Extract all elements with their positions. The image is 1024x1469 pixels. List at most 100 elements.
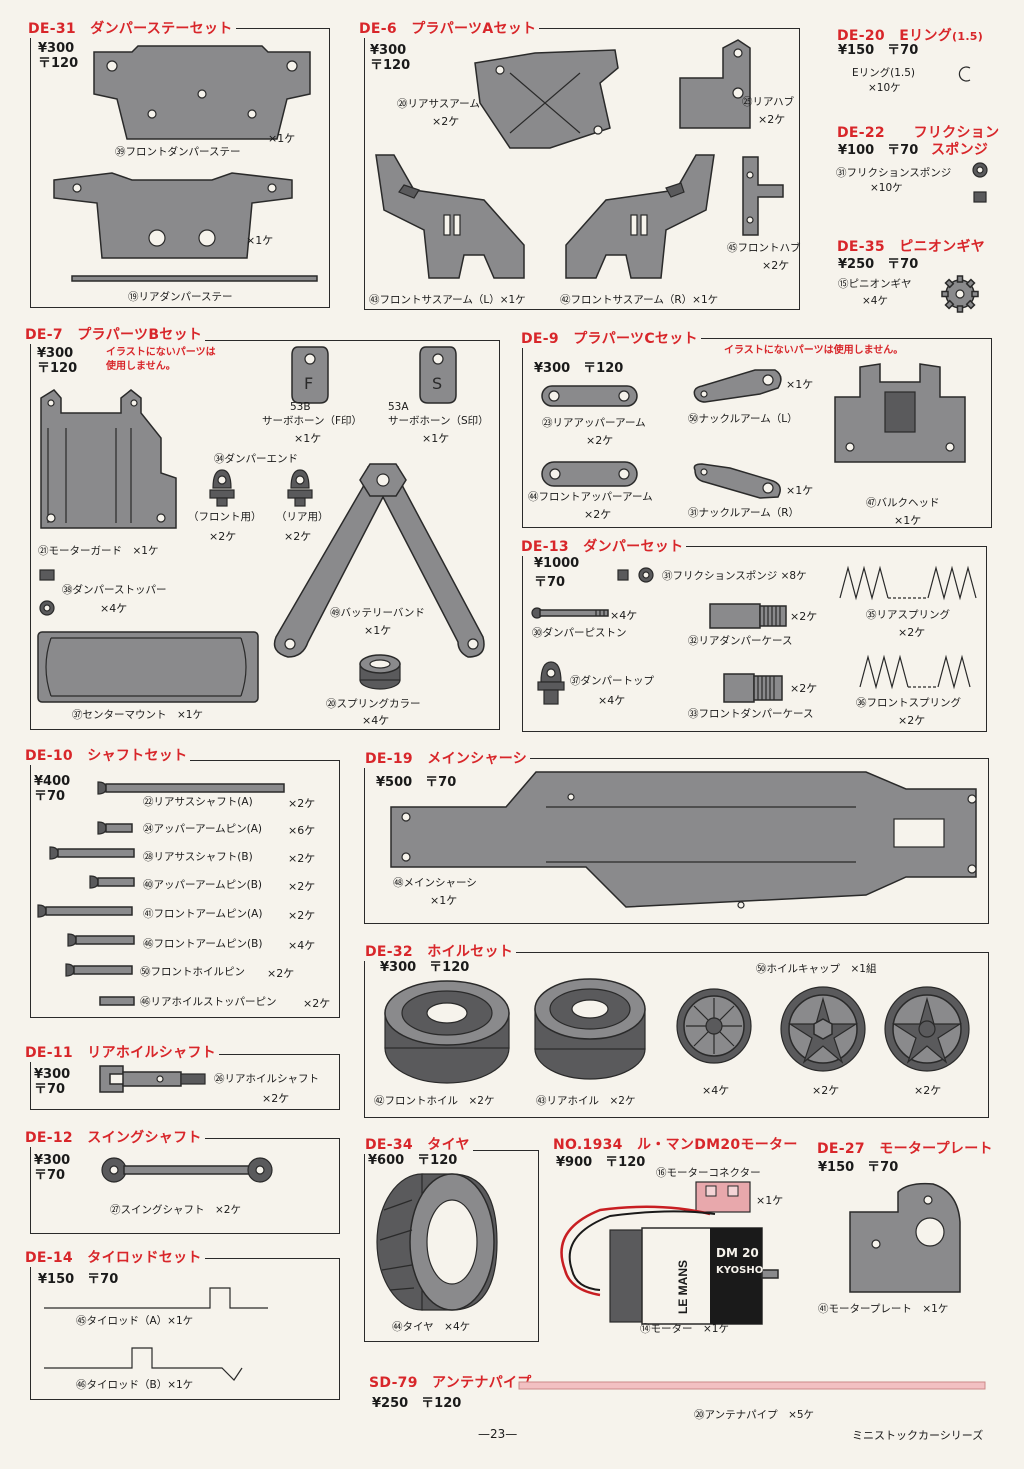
front-sus-arm-l-illustration (375, 154, 525, 279)
label-servo-horn-a-num: 53A (388, 401, 409, 413)
qty-battery-band: ×1ケ (364, 624, 392, 637)
section-de19 (364, 758, 989, 924)
price-de19: ¥500 〒70 (376, 775, 457, 790)
front-upper-arm-illustration (541, 461, 638, 487)
qty-rear-damper-stay: ×1ケ (246, 234, 274, 247)
label-front-sus-arm-l: ㊸フロントサスアーム（L）×1ケ (369, 294, 526, 306)
rear-damper-stay-illustration (53, 172, 318, 282)
title-de34: DE-34 タイヤ (362, 1134, 473, 1154)
price-de10: ¥400 (34, 774, 71, 789)
price-de32: ¥300 〒120 (380, 960, 470, 975)
front-hub-illustration (742, 156, 784, 236)
series-name: ミニストックカーシリーズ (852, 1429, 984, 1442)
title-sd79: SD-79 アンテナパイプ (366, 1372, 535, 1392)
label-rear-wheel-shaft: ㉖リアホイルシャフト (214, 1073, 319, 1085)
motor-brand-2: DM 20 (716, 1246, 759, 1260)
label-shaft-3: ㉘リアサスシャフト(B) (143, 851, 253, 863)
damper-top-illustration (537, 661, 565, 705)
price-de14: ¥150 〒70 (38, 1272, 119, 1287)
qty-front-spring: ×2ケ (898, 714, 926, 727)
label-servo-horn-s: サーボホーン（S印） (388, 415, 489, 427)
shaft-3-illustration (49, 846, 135, 860)
price-de13: ¥1000 (534, 556, 580, 571)
antenna-pipe-illustration (518, 1381, 986, 1390)
qty-shaft-5: ×2ケ (288, 909, 316, 922)
section-de7 (30, 340, 500, 730)
title-de22-line2: スポンジ (928, 139, 992, 159)
label-tie-rod-a: ㊺タイロッド（A）×1ケ (76, 1315, 194, 1327)
servo-horn-f-illustration: F (291, 346, 329, 404)
label-shaft-7: ㊿フロントホイルピン (140, 966, 245, 978)
servo-horn-s-illustration: S (419, 346, 457, 404)
rear-damper-case-illustration (709, 603, 787, 629)
qty-shaft-2: ×6ケ (288, 824, 316, 837)
postage-de11: 〒70 (34, 1082, 66, 1097)
label-front-use: （フロント用） (188, 511, 262, 523)
title-de27: DE-27 モータープレート (814, 1138, 996, 1158)
wheel-cap-2-illustration (780, 986, 866, 1072)
title-de20: DE-20 Eリング(1.5) (834, 25, 987, 45)
price-de12: ¥300 (34, 1153, 71, 1168)
label-rear-hub: ㉕リアハブ (742, 96, 795, 108)
damper-end-rear-illustration (287, 469, 313, 507)
section-de13 (522, 546, 987, 732)
note-de7-line2: 使用しません。 (106, 361, 176, 372)
label-tie-rod-b: ㊻タイロッド（B）×1ケ (76, 1379, 194, 1391)
qty-e-ring: ×10ケ (868, 82, 901, 94)
label-motor-connector: ⑯モーターコネクター (656, 1167, 761, 1179)
front-spring-upper-illustration (839, 565, 977, 601)
shaft-8-illustration (99, 996, 135, 1006)
label-pinion-gear: ⑮ピニオンギヤ (838, 278, 912, 290)
title-de13: DE-13 ダンパーセット (518, 536, 687, 556)
qty-pinion-gear: ×4ケ (862, 295, 888, 307)
label-spring-collar: ⑳スプリングカラー (326, 698, 421, 710)
qty-rear-hub: ×2ケ (758, 113, 786, 126)
price-de31: ¥300 (38, 41, 75, 56)
label-shaft-1: ㉒リアサスシャフト(A) (143, 796, 253, 808)
main-chassis-illustration (390, 771, 977, 909)
qty-main-chassis: ×1ケ (430, 894, 458, 907)
qty-damper-end-front: ×2ケ (209, 530, 237, 543)
motor-brand-3: KYOSHO (716, 1265, 764, 1276)
qty-front-upper-arm: ×2ケ (584, 508, 612, 521)
title-de11: DE-11 リアホイルシャフト (22, 1042, 219, 1062)
label-friction-sponge-8: ㉛フリクションスポンジ ×8ケ (662, 570, 807, 582)
shaft-2-illustration (97, 821, 133, 835)
label-motor-plate: ㊶モータープレート ×1ケ (818, 1303, 949, 1315)
postage-de13: 〒70 (534, 575, 566, 590)
qty-front-damper-case: ×2ケ (790, 682, 818, 695)
qty-damper-top: ×4ケ (598, 694, 626, 707)
label-e-ring: Eリング(1.5) (852, 67, 916, 79)
label-servo-horn-b-num: 53B (290, 401, 311, 413)
section-de6 (364, 28, 800, 310)
label-rear-wheel: ㊸リアホイル ×2ケ (536, 1095, 636, 1107)
knuckle-arm-r-illustration (693, 463, 781, 499)
title-de14: DE-14 タイロッドセット (22, 1247, 205, 1267)
svg-text:S: S (432, 374, 442, 393)
title-de19: DE-19 メインシャーシ (362, 748, 531, 768)
qty-shaft-3: ×2ケ (288, 852, 316, 865)
wheel-cap-1-illustration (676, 988, 752, 1064)
label-rear-upper-arm: ㉓リアアッパーアーム (542, 417, 646, 429)
label-swing-shaft: ㉗スイングシャフト ×2ケ (110, 1204, 241, 1216)
rear-hub-illustration (679, 39, 751, 129)
title-no1934: NO.1934 ル・マンDM20モーター (550, 1134, 801, 1154)
pinion-gear-icon (941, 275, 979, 313)
spring-collar-illustration (359, 654, 401, 690)
wheel-cap-3-illustration (884, 986, 970, 1072)
label-motor: ⑭モーター ×1ケ (640, 1323, 729, 1335)
price-de6: ¥300 (370, 43, 407, 58)
price-sd79: ¥250 〒120 (372, 1396, 462, 1411)
label-rear-use: （リア用） (276, 511, 329, 523)
note-de9: イラストにないパーツは使用しません。 (724, 345, 904, 356)
knuckle-arm-l-illustration (693, 369, 782, 403)
label-front-upper-arm: ㊹フロントアッパーアーム (528, 491, 653, 503)
rear-wheel-illustration (534, 978, 646, 1080)
label-tire: ㊹タイヤ ×4ケ (392, 1321, 471, 1333)
qty-front-damper-stay: ×1ケ (268, 132, 296, 145)
rear-upper-arm-illustration (541, 385, 638, 407)
label-wheel-cap: ㊿ホイルキャップ ×1組 (756, 963, 877, 975)
qty-wheel-cap-2: ×2ケ (812, 1084, 840, 1097)
price-de22: ¥100 〒70 (838, 143, 919, 158)
label-rear-damper-stay: ⑲リアダンパーステー (128, 291, 233, 303)
